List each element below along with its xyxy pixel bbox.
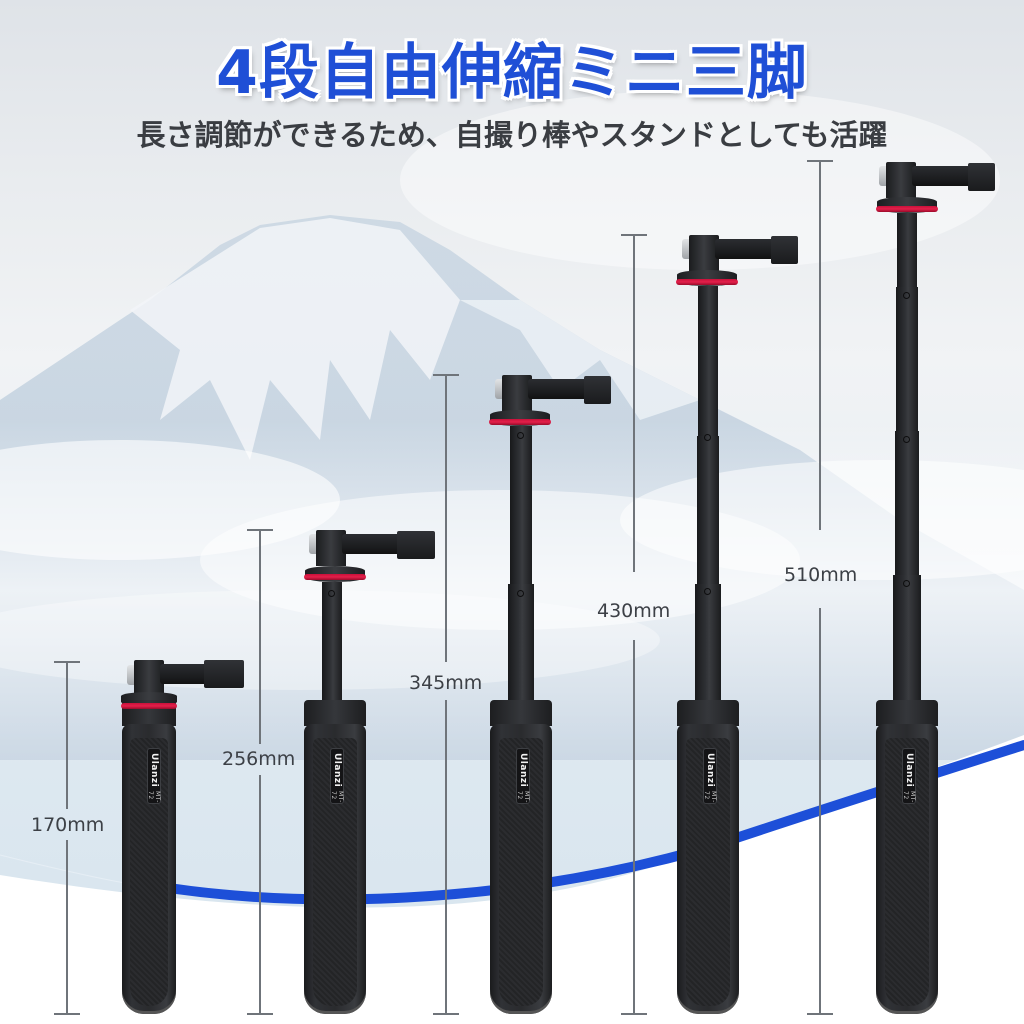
model-name: MT-72 [330, 791, 344, 804]
brand-name: Ulanzi [518, 753, 528, 788]
mount-arm [912, 166, 972, 186]
screw-dot [517, 590, 524, 597]
brand-name: Ulanzi [149, 753, 159, 788]
dimension-cap-bottom [247, 1013, 273, 1015]
dimension-line [66, 840, 68, 1014]
screw-dot [903, 292, 910, 299]
gopro-mount-icon [316, 530, 346, 566]
red-ring [304, 574, 366, 580]
dimension-cap-bottom [621, 1013, 647, 1015]
red-ring [489, 419, 551, 425]
screw-dot [704, 588, 711, 595]
length-label: 345mm [409, 672, 483, 694]
model-name: MT-72 [147, 791, 161, 804]
handle-collar [490, 700, 552, 726]
extension-pole-4 [893, 575, 921, 713]
mount-cap [204, 660, 244, 688]
mount-knob [879, 166, 887, 186]
model-name: MT-72 [703, 791, 717, 804]
gopro-mount-icon [689, 235, 719, 271]
extension-pole-1 [698, 286, 718, 438]
red-ring [876, 206, 938, 212]
model-name: MT-72 [902, 791, 916, 804]
mount-cap [584, 376, 611, 404]
dimension-line [633, 640, 635, 1014]
screw-dot [517, 432, 524, 439]
extension-pole-3 [695, 584, 721, 714]
extension-pole-2 [697, 436, 719, 586]
extension-pole-1 [510, 426, 532, 586]
mount-arm [160, 664, 210, 684]
handle-collar [304, 700, 366, 726]
red-ring [121, 703, 177, 709]
dimension-line [445, 374, 447, 662]
mount-arm [715, 239, 775, 259]
dimension-cap-bottom [54, 1013, 80, 1015]
gopro-mount-icon [502, 375, 532, 411]
mount-knob [495, 379, 503, 399]
mount-cap [771, 236, 798, 264]
red-ring [676, 279, 738, 285]
length-label: 510mm [784, 564, 858, 586]
extension-pole-2 [896, 287, 918, 433]
dimension-line [819, 608, 821, 1014]
screw-dot [704, 434, 711, 441]
mount-arm [342, 534, 400, 554]
handle-collar [876, 700, 938, 726]
brand-name: Ulanzi [332, 753, 342, 788]
extension-pole-1 [897, 213, 917, 289]
dimension-line [633, 234, 635, 572]
mount-knob [309, 534, 317, 554]
screw-dot [328, 590, 335, 597]
page-title: 4段自由伸縮ミニ三脚 [216, 38, 808, 108]
mount-knob [127, 665, 135, 685]
model-name: MT-72 [516, 791, 530, 804]
mount-cap [397, 531, 435, 559]
dimension-line [819, 160, 821, 530]
brand-name: Ulanzi [904, 753, 914, 788]
brand-name: Ulanzi [705, 753, 715, 788]
extension-pole-2 [508, 584, 534, 714]
mount-cap [968, 163, 995, 191]
mount-knob [682, 239, 690, 259]
length-label: 430mm [597, 600, 671, 622]
length-label: 256mm [222, 748, 296, 770]
extension-pole-3 [895, 431, 919, 577]
dimension-cap-bottom [807, 1013, 833, 1015]
dimension-line [259, 775, 261, 1014]
dimension-line [259, 529, 261, 744]
dimension-line [445, 700, 447, 1014]
dimension-cap-bottom [433, 1013, 459, 1015]
gopro-mount-icon [886, 162, 916, 198]
mount-arm [528, 379, 588, 399]
page-subtitle: 長さ調節ができるため、自撮り棒やスタンドとしても活躍 [136, 118, 888, 152]
gopro-mount-icon [134, 660, 164, 696]
extension-pole [322, 582, 342, 712]
handle-collar [677, 700, 739, 726]
dimension-line [66, 661, 68, 809]
screw-dot [903, 436, 910, 443]
length-label: 170mm [31, 814, 105, 836]
screw-dot [903, 580, 910, 587]
